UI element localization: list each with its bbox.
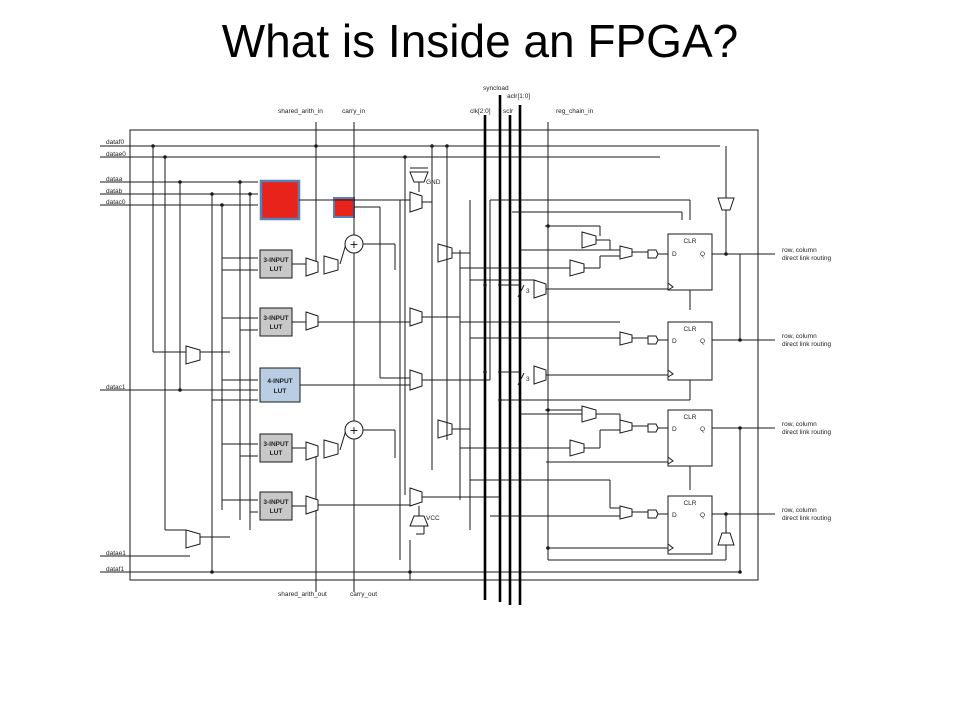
output-2-label: row, column: [782, 333, 817, 340]
output-1-sublabel: direct link routing: [782, 255, 832, 262]
input-label-datac0: datac0: [106, 199, 126, 206]
lut-3input-3-sublabel: LUT: [270, 450, 283, 457]
register-4: CLR D Q: [667, 495, 713, 555]
output-labels: row, column direct link routing row, col…: [782, 247, 832, 522]
input-label-datac1: datac1: [106, 384, 126, 391]
fanout-wires: [152, 146, 258, 572]
input-label-dataf0: dataf0: [106, 139, 124, 146]
lut-3input-1-label: 3-INPUT: [263, 257, 288, 264]
label-aclr: aclr[1:0]: [507, 93, 530, 100]
output-1-label: row, column: [782, 247, 817, 254]
register-2-q: Q: [700, 338, 705, 345]
gnd-symbol: GND: [409, 167, 441, 192]
adder-top: +: [344, 234, 364, 254]
input-label-dataf1: dataf1: [106, 566, 124, 573]
output-wires: [548, 146, 775, 572]
lut-3input-2: 3-INPUT LUT: [259, 307, 293, 337]
register-2-d: D: [672, 338, 677, 345]
adder-bottom-symbol: +: [350, 422, 358, 438]
register-3-d: D: [672, 426, 677, 433]
input-label-datab: datab: [106, 188, 123, 195]
register-routing: [460, 122, 691, 560]
lut-3input-3-label: 3-INPUT: [263, 441, 288, 448]
label-shared-arith-in: shared_arith_in: [278, 108, 323, 115]
lut-3input-3: 3-INPUT LUT: [259, 433, 293, 463]
highlight-block-small: [333, 197, 355, 218]
lut-3input-2-label: 3-INPUT: [263, 315, 288, 322]
register-4-clr: CLR: [683, 500, 696, 507]
output-4-sublabel: direct link routing: [782, 515, 832, 522]
register-3-clr: CLR: [683, 414, 696, 421]
vcc-symbol: VCC: [409, 506, 440, 535]
register-1-d: D: [672, 251, 677, 258]
bus-width-label-1: 3: [526, 288, 530, 295]
highlight-block-large: [259, 179, 301, 221]
junction-dots: [151, 144, 742, 574]
lut-3input-1: 3-INPUT LUT: [259, 249, 293, 279]
lut-3input-4-sublabel: LUT: [270, 508, 283, 515]
vcc-label: VCC: [426, 515, 440, 522]
top-labels: shared_arith_in carry_in syncload aclr[1…: [278, 85, 594, 115]
slide-title: What is Inside an FPGA?: [221, 15, 739, 67]
input-label-datae0: datae0: [106, 151, 126, 158]
lut-4input-sublabel: LUT: [274, 388, 287, 395]
register-1-q: Q: [700, 251, 705, 258]
adder-bottom: +: [344, 420, 364, 440]
label-shared-arith-out: shared_arith_out: [278, 591, 327, 598]
adder-top-symbol: +: [350, 236, 358, 252]
output-4-label: row, column: [782, 507, 817, 514]
output-3-label: row, column: [782, 421, 817, 428]
alm-boundary: [129, 129, 759, 581]
mux-group: [185, 191, 735, 549]
lut-4input-label: 4-INPUT: [267, 378, 292, 385]
bottom-labels: shared_arith_out carry_out: [278, 591, 377, 598]
lut-3input-4: 3-INPUT LUT: [259, 491, 293, 521]
label-syncload: syncload: [483, 85, 509, 92]
lut-3input-4-label: 3-INPUT: [263, 499, 288, 506]
carry-chain-wires: [315, 122, 396, 592]
bus-width-label-2: 3: [526, 376, 530, 383]
label-carry-in: carry_in: [342, 108, 366, 115]
output-2-sublabel: direct link routing: [782, 341, 832, 348]
lut-3input-1-sublabel: LUT: [270, 266, 283, 273]
register-4-q: Q: [700, 512, 705, 519]
register-1: CLR D Q: [667, 233, 713, 291]
register-2: CLR D Q: [667, 321, 713, 381]
label-sclr: sclr: [503, 108, 514, 115]
label-carry-out: carry_out: [350, 591, 377, 598]
register-4-d: D: [672, 512, 677, 519]
register-2-clr: CLR: [683, 326, 696, 333]
lut-3input-2-sublabel: LUT: [270, 324, 283, 331]
lut-4input: 4-INPUT LUT: [259, 367, 301, 403]
output-3-sublabel: direct link routing: [782, 429, 832, 436]
gnd-label: GND: [426, 179, 441, 186]
input-labels: dataf0 datae0 dataa datab datac0 datac1 …: [106, 139, 126, 573]
register-1-clr: CLR: [683, 238, 696, 245]
label-clk: clk[2:0]: [470, 108, 491, 115]
internal-routing: [318, 146, 500, 580]
input-label-datae1: datae1: [106, 550, 126, 557]
label-reg-chain-in: reg_chain_in: [556, 108, 594, 115]
register-3: CLR D Q: [667, 409, 713, 467]
register-3-q: Q: [700, 426, 705, 433]
control-buses: 3 3: [483, 95, 530, 605]
input-label-dataa: dataa: [106, 176, 123, 183]
